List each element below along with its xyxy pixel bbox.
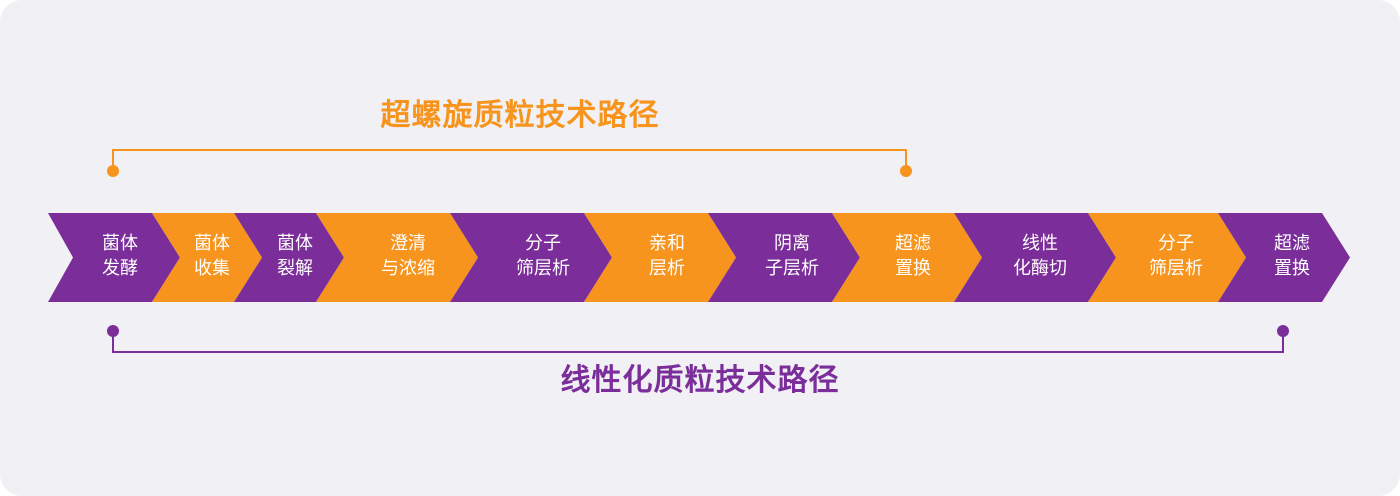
step-label-line: 超滤	[1274, 232, 1310, 254]
step-label-4: 澄清与浓缩	[348, 231, 468, 281]
step-label-line: 裂解	[277, 257, 313, 279]
step-label-2: 菌体收集	[152, 231, 272, 281]
step-label-6: 亲和层析	[607, 231, 727, 281]
step-label-line: 置换	[895, 257, 931, 279]
step-label-line: 与浓缩	[381, 257, 435, 279]
step-label-line: 菌体	[102, 232, 138, 254]
step-label-1: 菌体发酵	[60, 231, 180, 281]
process-steps	[48, 213, 1350, 302]
step-label-line: 菌体	[194, 232, 230, 254]
step-label-line: 分子	[1158, 232, 1194, 254]
step-chevron-4	[316, 213, 478, 302]
step-label-8: 超滤置换	[853, 231, 973, 281]
spiral-path-start-dot	[107, 165, 119, 177]
step-label-line: 筛层析	[516, 257, 570, 279]
step-chevron-6	[584, 213, 736, 302]
step-label-7: 阴离子层析	[732, 231, 852, 281]
spiral-path-title: 超螺旋质粒技术路径	[380, 98, 660, 133]
step-label-10: 分子筛层析	[1116, 231, 1236, 281]
step-label-3: 菌体裂解	[235, 231, 355, 281]
step-chevron-2	[152, 213, 262, 302]
step-chevron-8	[832, 213, 982, 302]
step-label-line: 分子	[525, 232, 561, 254]
step-label-line: 发酵	[102, 257, 138, 279]
step-label-line: 层析	[649, 257, 685, 279]
step-chevron-5	[450, 213, 612, 302]
step-label-line: 超滤	[895, 232, 931, 254]
step-chevron-10	[1088, 213, 1246, 302]
linear-path-title: 线性化质粒技术路径	[560, 363, 840, 398]
path-brackets	[107, 149, 1289, 353]
step-chevron-1	[48, 213, 180, 302]
step-label-11: 超滤置换	[1232, 231, 1352, 281]
step-chevron-7	[708, 213, 860, 302]
step-chevron-11	[1218, 213, 1350, 302]
spiral-path-end-dot	[900, 165, 912, 177]
spiral-path-bracket-line	[112, 149, 907, 171]
step-label-line: 澄清	[390, 232, 426, 254]
step-label-line: 阴离	[774, 232, 810, 254]
step-label-line: 收集	[194, 257, 230, 279]
step-label-line: 子层析	[765, 257, 819, 279]
step-chevron-3	[234, 213, 344, 302]
step-label-line: 置换	[1274, 257, 1310, 279]
linear-path-end-dot	[1277, 325, 1289, 337]
step-label-line: 筛层析	[1149, 257, 1203, 279]
step-label-line: 线性	[1022, 232, 1058, 254]
step-label-9: 线性化酶切	[980, 231, 1100, 281]
step-label-5: 分子筛层析	[483, 231, 603, 281]
step-chevron-9	[954, 213, 1116, 302]
step-label-line: 菌体	[277, 232, 313, 254]
step-label-line: 化酶切	[1013, 257, 1067, 279]
step-label-line: 亲和	[649, 232, 685, 254]
linear-path-start-dot	[107, 325, 119, 337]
linear-path-bracket-line	[112, 331, 1284, 353]
